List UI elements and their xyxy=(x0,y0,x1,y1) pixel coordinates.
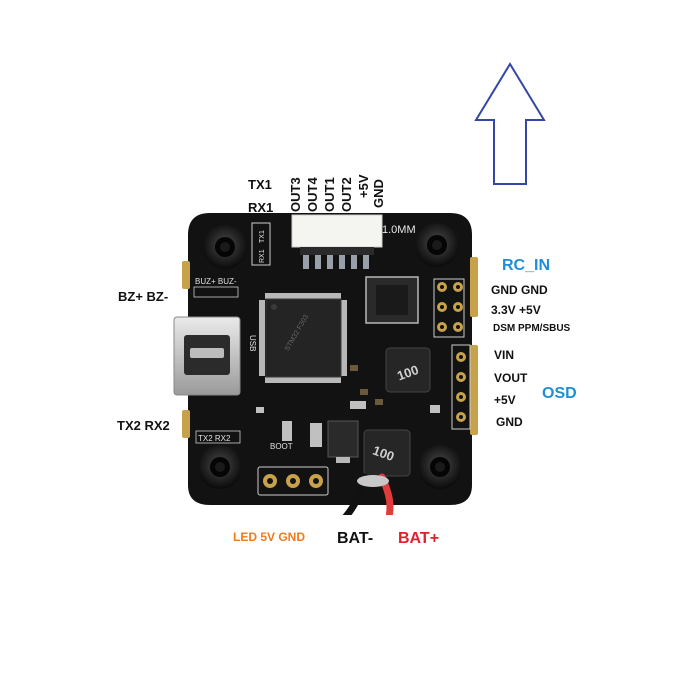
rc-in-label: RC_IN xyxy=(502,257,551,274)
plus5v-right-label: +5V xyxy=(494,393,516,407)
v33-5v-label: 3.3V +5V xyxy=(491,303,541,317)
osd-header xyxy=(451,344,471,430)
screw-bottom-left xyxy=(198,445,242,489)
silk-boot: BOOT xyxy=(270,442,293,451)
imu-chip xyxy=(365,276,419,324)
direction-arrow-icon xyxy=(474,62,546,185)
plus5v-top-label: +5V xyxy=(356,174,371,199)
screw-bottom-right xyxy=(418,445,462,489)
gnd-gnd-label: GND GND xyxy=(491,283,548,297)
led-pads xyxy=(257,466,329,496)
osd-label: OSD xyxy=(542,385,577,402)
svg-text:100: 100 xyxy=(395,362,421,384)
mcu-chip: STM32 F303 xyxy=(259,293,347,383)
silk-buz: BUZ+ BUZ- xyxy=(195,277,237,286)
silk-rx1: RX1 xyxy=(259,249,266,263)
screw-top-right xyxy=(415,223,459,267)
battery-wires xyxy=(342,473,394,515)
inductor-2: 100 xyxy=(363,429,411,477)
silk-tx1: TX1 xyxy=(259,230,266,243)
vout-label: VOUT xyxy=(494,371,528,385)
rc-in-header xyxy=(433,278,465,338)
bz-label: BZ+ BZ- xyxy=(118,289,169,304)
tx2-edge-pad xyxy=(182,410,190,438)
right-edge-pad-bottom xyxy=(470,345,478,435)
bz-edge-pad xyxy=(182,261,190,289)
rx1-label: RX1 xyxy=(248,200,274,215)
gnd-right-label: GND xyxy=(496,415,523,429)
vin-label: VIN xyxy=(494,348,515,362)
screw-top-left xyxy=(203,225,247,269)
jst-connector xyxy=(291,214,383,248)
silk-usb: USB xyxy=(248,335,257,351)
regulator xyxy=(327,420,359,458)
flight-controller-board: 1.0MM TX1 RX1 BUZ+ BUZ- USB STM32 F303 1… xyxy=(173,213,478,515)
tx2-rx2-label: TX2 RX2 xyxy=(117,418,170,433)
connector-pitch-text: 1.0MM xyxy=(382,224,416,236)
bat-minus-label: BAT- xyxy=(337,530,374,547)
right-edge-pad-top xyxy=(470,257,478,317)
led-5v-gnd-label: LED 5V GND xyxy=(233,530,306,544)
silk-tx2: TX2 RX2 xyxy=(198,434,231,443)
svg-text:100: 100 xyxy=(371,443,397,465)
bat-plus-label: BAT+ xyxy=(398,530,440,547)
tx1-label: TX1 xyxy=(248,177,272,192)
dsm-ppm-label: DSM PPM/SBUS xyxy=(493,323,571,334)
gnd-top-label: GND xyxy=(371,179,386,208)
inductor-1: 100 xyxy=(385,347,431,393)
